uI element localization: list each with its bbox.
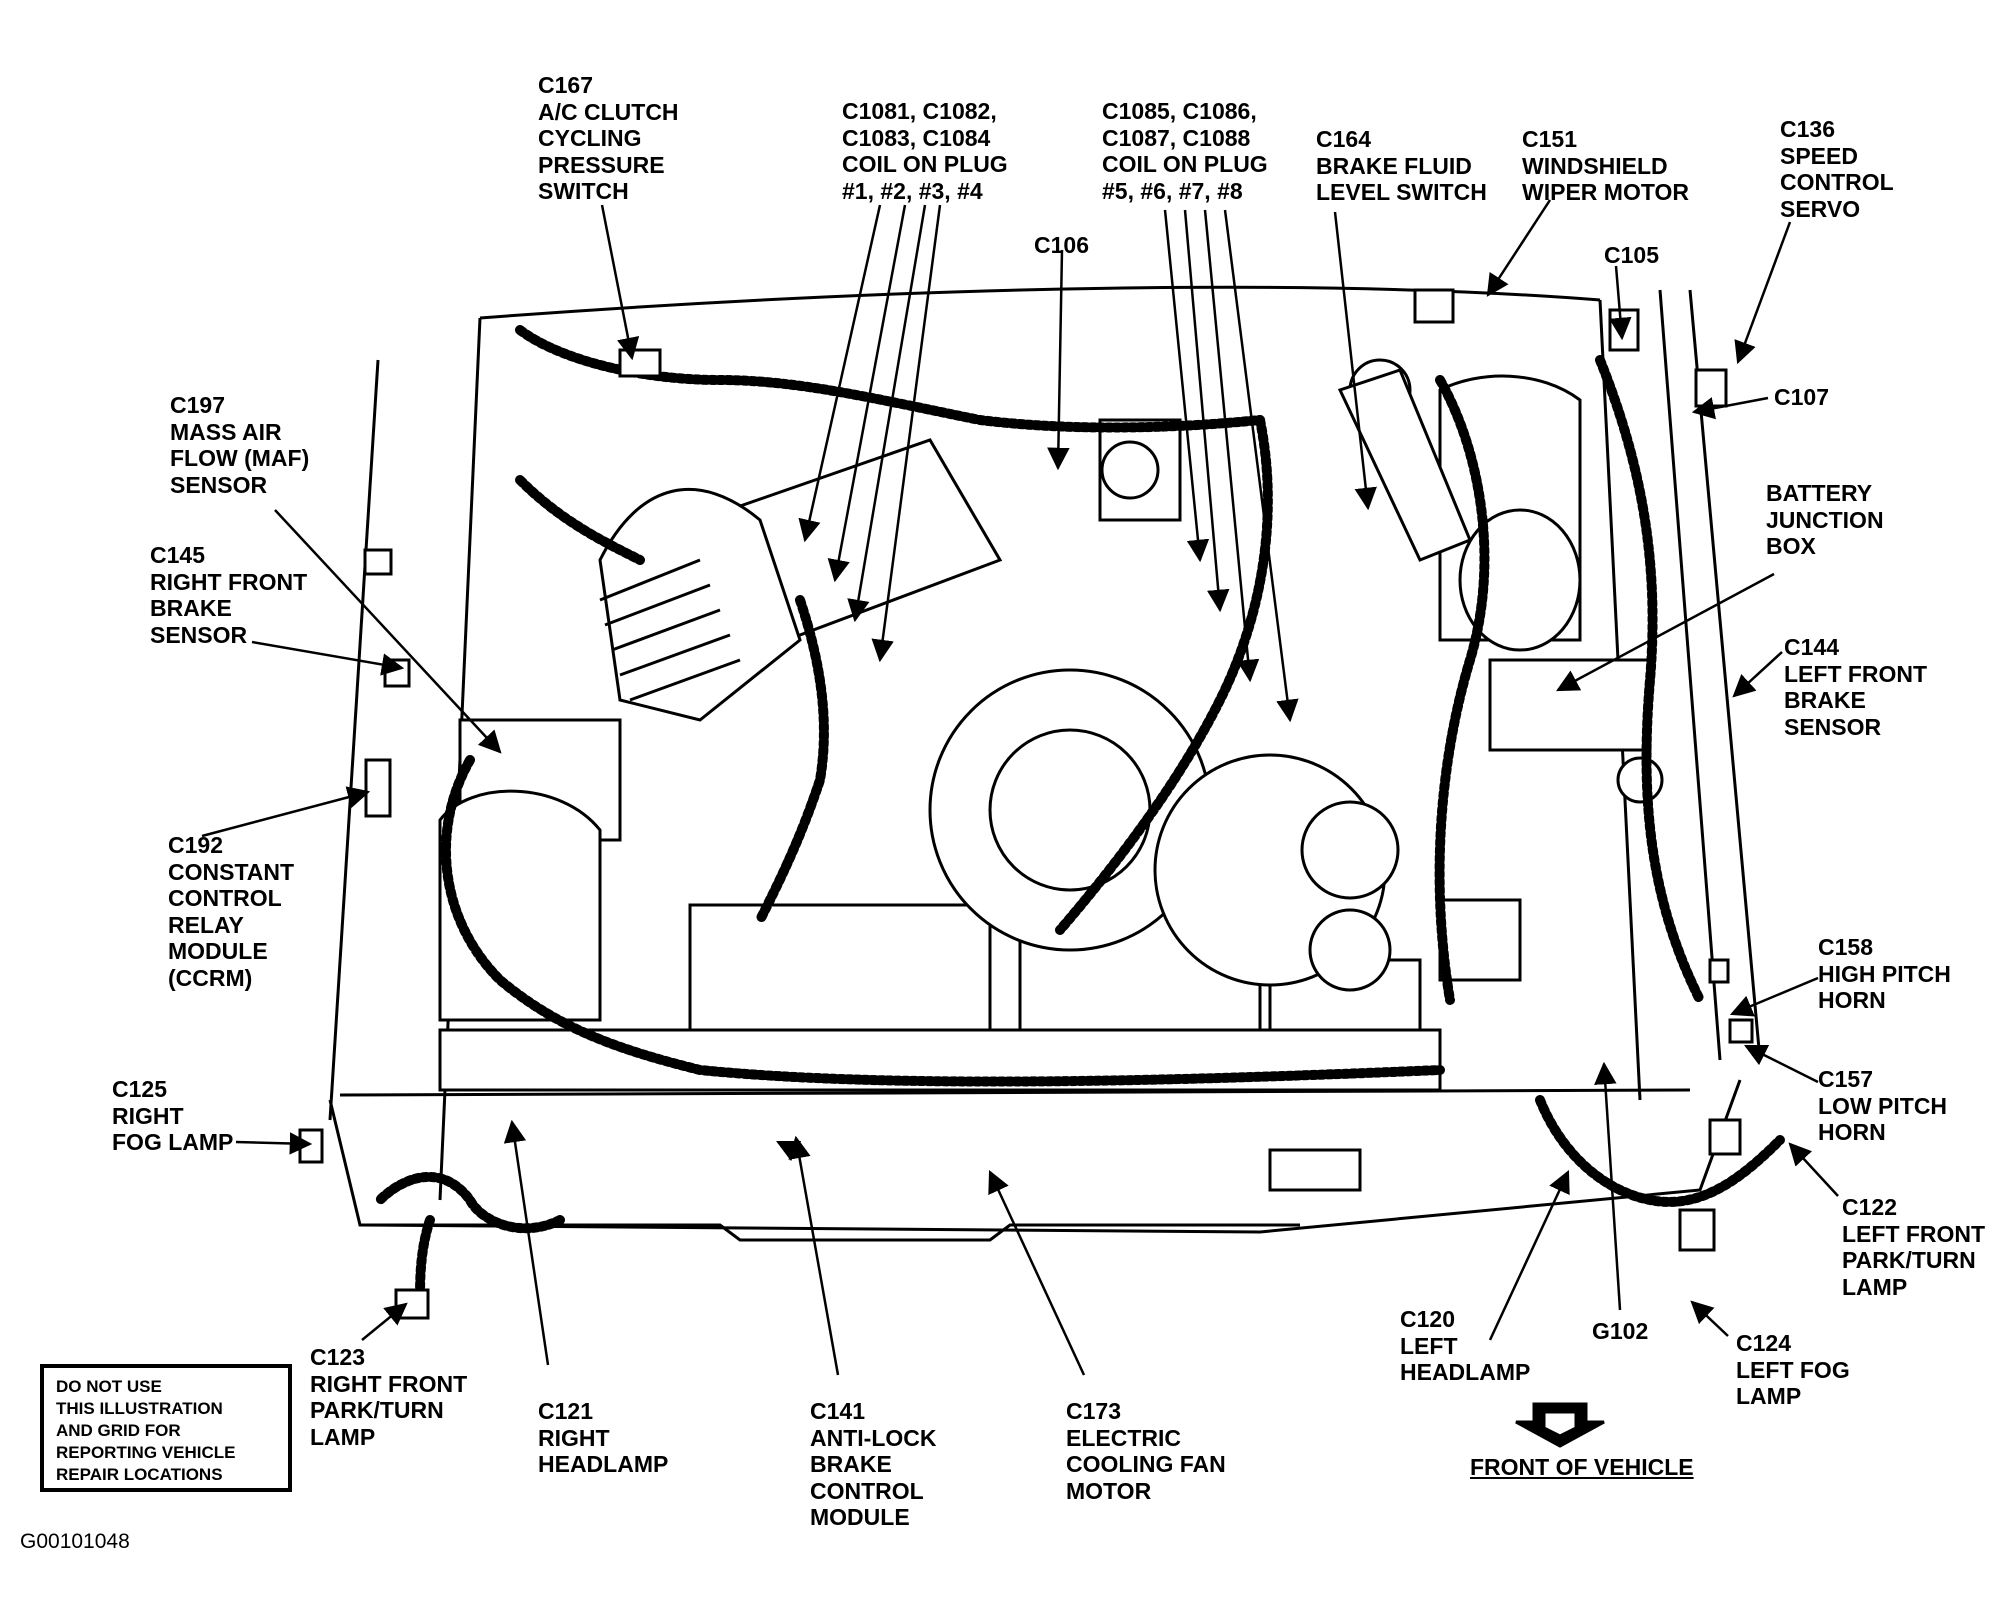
- figure-id: G00101048: [20, 1530, 130, 1553]
- label-c107: C107: [1774, 384, 1829, 410]
- disclaimer-line: THIS ILLUSTRATION: [56, 1399, 223, 1418]
- front-of-vehicle-label: FRONT OF VEHICLE: [1470, 1454, 1694, 1480]
- label-g102: G102: [1592, 1318, 1649, 1344]
- wiring-harness: [375, 325, 1785, 1305]
- intake-duct: [599, 558, 741, 702]
- disclaimer-line: REPAIR LOCATIONS: [56, 1465, 223, 1484]
- label-c106: C106: [1034, 232, 1089, 258]
- disclaimer-line: REPORTING VEHICLE: [56, 1443, 236, 1462]
- front-arrow-icon: [1515, 1402, 1605, 1448]
- disclaimer-line: AND GRID FOR: [56, 1421, 181, 1440]
- radiator-support: [438, 903, 1442, 1192]
- engine-block: [438, 358, 1664, 1022]
- disclaimer-line: DO NOT USE: [56, 1377, 162, 1396]
- label-c105: C105: [1604, 242, 1659, 268]
- leader-lines: [201, 199, 1839, 1376]
- disclaimer-box: DO NOT USE THIS ILLUSTRATION AND GRID FO…: [40, 1364, 292, 1492]
